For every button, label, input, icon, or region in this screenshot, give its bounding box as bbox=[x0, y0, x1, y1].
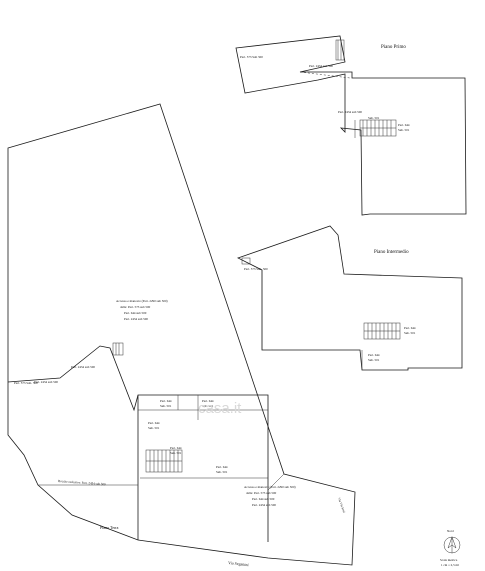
note-accesso-manovre-2: Accesso e manovre (Part. 2290 sub 500) d… bbox=[244, 485, 296, 507]
label-terra-sub-501-d: Sub. 501 bbox=[170, 451, 182, 455]
label-intermedio-part-573: Part. 573 Sub. 500 bbox=[244, 267, 268, 271]
label-terra-part-2434-b: Part. 2434 sub 500 bbox=[34, 380, 58, 384]
label-terra-sub-501-e: Sub. 501 bbox=[216, 470, 228, 474]
note-line-1: Accesso e manovre (Part. 2290 sub 500) bbox=[116, 299, 168, 303]
note2-line-3: Part. 644 sub 500 bbox=[252, 497, 275, 501]
label-terra-part-644-c: Part. 644 bbox=[148, 421, 160, 425]
label-terra-part-644-e: Part. 644 bbox=[216, 465, 228, 469]
note2-line-4: Part. 2434 sub 500 bbox=[252, 503, 276, 507]
label-primo-sub-501: Sub. 501 bbox=[368, 116, 380, 120]
note-line-3: Part. 644 sub 500 bbox=[124, 311, 147, 315]
label-intermedio-part-644-b: Part. 644 bbox=[368, 353, 380, 357]
piano-terra-plan: Part. 2434 sub 500 Part. 573 Sub. 500 Pa… bbox=[7, 103, 356, 566]
label-intermedio-sub-501: Sub. 501 bbox=[404, 331, 416, 335]
label-terra-sub-501-b: Sub. 501 bbox=[202, 404, 214, 408]
label-primo-sub-501-b: Sub. 501 bbox=[398, 128, 410, 132]
label-terra-sub-501-c: Sub. 501 bbox=[148, 426, 160, 430]
piano-intermedio-title: Piano Intermedio bbox=[374, 250, 409, 255]
label-primo-part-573: Part. 573 Sub 500 bbox=[240, 55, 263, 59]
piano-primo-plan: Piano Primo Part. 573 Sub 500 Part. 2434… bbox=[235, 35, 467, 216]
label-terra-part-573: Part. 573 Sub. 500 bbox=[14, 381, 38, 385]
label-primo-part-2434-b: Part. 2434 sub 500 bbox=[338, 110, 362, 114]
label-intermedio-sub-501-b: Sub. 501 bbox=[368, 358, 380, 362]
watermark: casa.it bbox=[198, 400, 242, 417]
north-label: Nord bbox=[447, 529, 454, 533]
piano-intermedio-plan: Piano Intermedio Part. 573 Sub. 500 Part… bbox=[236, 225, 463, 371]
note2-line-2: dalle: Part. 573 sub 500 bbox=[246, 491, 277, 495]
note-line-2: dalle: Part. 573 sub 500 bbox=[120, 305, 151, 309]
note2-line-1: Accesso e manovre (Part. 2290 sub 500) bbox=[244, 485, 296, 489]
label-terra-sub-501-a: Sub. 501 bbox=[160, 404, 172, 408]
piano-primo-title: Piano Primo bbox=[381, 45, 406, 50]
label-terra-part-644-d: Part. 644 bbox=[170, 446, 182, 450]
piano-terra-title: Piano Terra bbox=[100, 525, 119, 530]
label-intermedio-part-644: Part. 644 bbox=[404, 326, 416, 330]
label-terra-part-644-b: Part. 644 bbox=[202, 399, 214, 403]
stair-intermedio bbox=[363, 322, 401, 340]
scale-value: 1 cm = 2,5 ml bbox=[441, 563, 459, 568]
label-primo-part-2434: Part. 2434 sub 500 bbox=[309, 64, 333, 68]
label-terra-part-2434-a: Part. 2434 sub 500 bbox=[71, 365, 95, 369]
stair-primo bbox=[359, 119, 397, 137]
note-line-4: Part. 2434 sub 500 bbox=[124, 317, 148, 321]
street-bottom-label: Via Seganini bbox=[228, 560, 250, 567]
north-arrow: Nord bbox=[443, 529, 461, 554]
scale-label: Scala metrica bbox=[440, 558, 458, 562]
note-bocche-esclusive: Bocche esclusive: Part. 2434 sub 500 bbox=[58, 479, 106, 486]
stair-terra bbox=[145, 449, 183, 473]
note-accesso-manovre: Accesso e manovre (Part. 2290 sub 500) d… bbox=[116, 299, 168, 321]
label-terra-part-644-a: Part. 644 bbox=[160, 399, 172, 403]
street-right-label: Via Via Seni bbox=[337, 497, 346, 514]
label-primo-part-644: Part. 644 bbox=[398, 123, 410, 127]
